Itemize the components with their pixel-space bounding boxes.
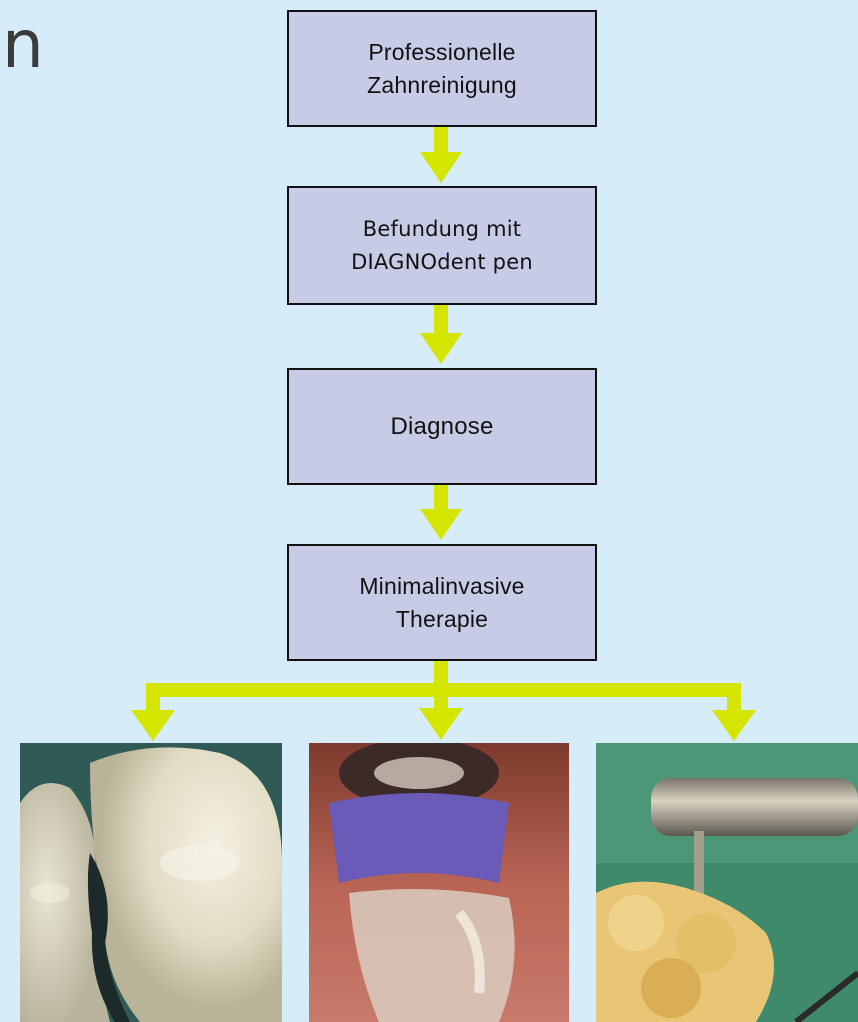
flow-step-diagnosis: Diagnose — [287, 368, 597, 485]
arrow-down-icon — [420, 482, 462, 540]
arrow-down-icon — [419, 708, 463, 740]
arrow-down-icon — [712, 710, 756, 741]
tooth-closeup-photo — [20, 743, 282, 1022]
flow-step-line: Minimalinvasive — [359, 573, 524, 599]
arrow-down-icon — [131, 710, 175, 741]
branch-connector — [146, 658, 741, 713]
arrow-down-icon — [420, 303, 462, 364]
flow-step-line: Professionelle — [368, 39, 515, 65]
arrow-down-icon — [420, 124, 462, 183]
tooth-blue-ring-photo — [309, 743, 569, 1022]
flow-step-line: Zahnreinigung — [367, 72, 517, 98]
flow-step-line: DIAGNOdent pen — [351, 250, 533, 274]
flow-step-line: Therapie — [396, 606, 488, 632]
flow-step-line: Befundung mit — [363, 217, 521, 241]
flow-step-line: Diagnose — [390, 410, 493, 443]
tooth-instrument-photo — [596, 743, 858, 1022]
